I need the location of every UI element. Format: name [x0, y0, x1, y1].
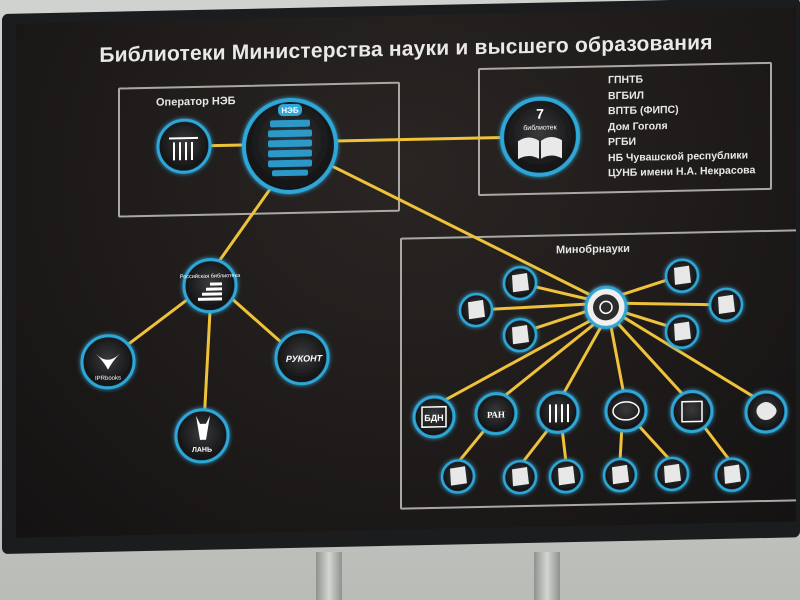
- edu-node: [604, 389, 648, 433]
- link-ministry-node: [618, 313, 758, 400]
- link-neb-ministry: [332, 165, 590, 296]
- book-icon: [512, 325, 529, 345]
- book-node: [664, 314, 700, 350]
- ran-label: РАН: [487, 409, 505, 419]
- book-node: [664, 258, 700, 294]
- book-icon: [674, 321, 691, 341]
- book-icon: [664, 463, 681, 484]
- link-ministry-node: [608, 319, 626, 397]
- gear-icon: [756, 401, 777, 420]
- document-icon: [681, 400, 703, 423]
- archive-node: [536, 390, 580, 434]
- ran-node: РАН: [474, 392, 518, 436]
- monitor-stand-right: [534, 552, 560, 600]
- iprbooks-node: IPRbooks: [80, 334, 136, 390]
- lan-node: ЛАНЬ: [174, 408, 230, 464]
- book-node: [654, 456, 690, 492]
- book-icon: [558, 466, 575, 486]
- book-node: [708, 287, 744, 323]
- badge-icon: [612, 401, 640, 421]
- book-node: [440, 459, 476, 494]
- ministry-center-node: [584, 285, 628, 329]
- link-ministry-node: [612, 301, 726, 307]
- bdn-node: БДН: [412, 395, 456, 439]
- columns-icon: [169, 136, 198, 161]
- book-block-node: [670, 390, 714, 434]
- rucont-label: РУКОНТ: [286, 353, 324, 364]
- book-node: [502, 459, 538, 495]
- operator-node: [156, 118, 212, 174]
- ministry-blocks: БДН РАН: [412, 389, 788, 439]
- server-stack-icon: [268, 119, 312, 177]
- network-node: [744, 390, 788, 434]
- monitor-stand-left: [316, 552, 342, 600]
- lan-label: ЛАНЬ: [192, 447, 212, 454]
- book-node: [602, 457, 638, 493]
- book-icon: [450, 466, 467, 486]
- lan-deer-icon: [196, 415, 210, 440]
- book-node: [548, 458, 584, 494]
- book-icon: [468, 299, 485, 320]
- libraries-word: библиотек: [523, 123, 557, 132]
- book-node: [502, 317, 538, 353]
- building-icon: [549, 404, 569, 423]
- book-icon: [512, 467, 529, 487]
- link-block-leaf: [634, 421, 672, 462]
- book-node: [502, 265, 538, 301]
- monitor-bezel: Библиотеки Министерства науки и высшего …: [2, 0, 800, 554]
- book-node: [714, 457, 750, 492]
- iprbooks-label: IPRbooks: [95, 376, 121, 383]
- emblem-icon: [593, 294, 619, 321]
- link-ministry-node: [498, 317, 602, 402]
- book-icon: [612, 464, 629, 485]
- ministry-satellites: [458, 258, 744, 353]
- link-block-leaf: [456, 424, 490, 464]
- neb-badge: [278, 103, 302, 117]
- link-block-leaf: [560, 426, 568, 464]
- neb-hub-label: НЭБ: [281, 106, 298, 115]
- aggregator-hub-node: Российская библиотека: [180, 258, 241, 314]
- link-ministry-node: [612, 317, 686, 398]
- book-icon: [718, 294, 735, 314]
- neb-hub-node: НЭБ: [242, 97, 338, 194]
- book-icon: [512, 273, 529, 293]
- bdn-label: БДН: [424, 413, 443, 423]
- rucont-node: РУКОНТ: [274, 330, 330, 386]
- book-icon: [724, 464, 741, 484]
- link-ministry-node: [438, 316, 598, 405]
- iprbooks-logo-icon: [96, 353, 120, 370]
- link-ministry-node: [474, 302, 600, 312]
- book-node: [458, 292, 494, 328]
- aggregator-hub-label: Российская библиотека: [180, 272, 241, 280]
- presentation-screen: Библиотеки Министерства науки и высшего …: [16, 7, 796, 538]
- bottom-leaves: [440, 456, 750, 495]
- seven-libraries-node: 7 библиотек: [500, 96, 580, 177]
- network-diagram: НЭБ 7 библиотек: [80, 96, 788, 495]
- libraries-count: 7: [536, 106, 544, 122]
- link-aggregator-lan: [202, 310, 212, 426]
- link-neb-aggregator: [214, 184, 274, 268]
- steps-icon: [198, 282, 222, 301]
- open-book-icon: [518, 136, 562, 160]
- book-icon: [674, 265, 691, 285]
- link-neb-libraries: [334, 135, 506, 143]
- link-ministry-node: [560, 319, 606, 398]
- connector-lines: [114, 135, 758, 465]
